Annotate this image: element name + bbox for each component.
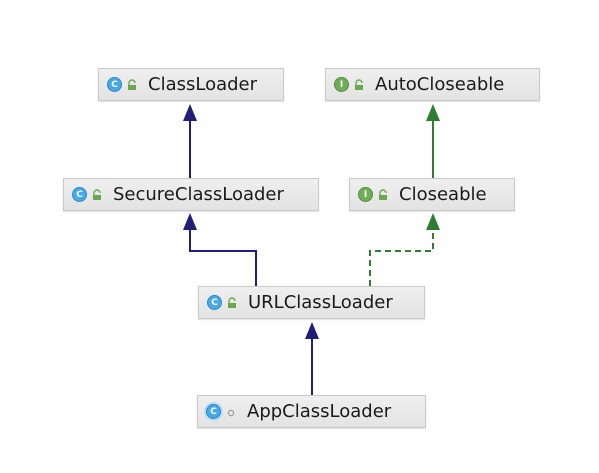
node-label: AppClassLoader xyxy=(247,401,392,422)
interface-icon: I xyxy=(334,77,349,92)
node-autocloseable[interactable]: I AutoCloseable xyxy=(325,68,540,101)
class-icon: C xyxy=(206,404,221,419)
package-private-dot-icon xyxy=(226,406,236,418)
public-lock-icon xyxy=(378,188,388,201)
node-urlclassloader[interactable]: C URLClassLoader xyxy=(198,286,425,319)
public-lock-icon xyxy=(227,296,237,309)
node-closeable[interactable]: I Closeable xyxy=(349,178,515,211)
node-classloader[interactable]: C ClassLoader xyxy=(98,68,284,101)
public-lock-icon xyxy=(92,188,102,201)
node-appclassloader[interactable]: C AppClassLoader xyxy=(197,395,426,428)
class-icon: C xyxy=(207,295,222,310)
node-label: Closeable xyxy=(399,184,487,205)
edge-closeable-to-autocloseable xyxy=(426,104,440,179)
edge-urlclassloader-to-closeable xyxy=(369,213,440,286)
node-label: AutoCloseable xyxy=(375,74,505,95)
class-icon: C xyxy=(72,187,87,202)
node-label: SecureClassLoader xyxy=(113,184,284,205)
edge-secureclassloader-to-classloader xyxy=(183,104,197,179)
interface-icon: I xyxy=(358,187,373,202)
edge-appclassloader-to-urlclassloader xyxy=(305,322,319,395)
public-lock-icon xyxy=(127,78,137,91)
class-icon: C xyxy=(107,77,122,92)
node-label: URLClassLoader xyxy=(248,292,393,313)
node-secureclassloader[interactable]: C SecureClassLoader xyxy=(63,178,319,211)
node-label: ClassLoader xyxy=(148,74,258,95)
edge-urlclassloader-to-secureclassloader xyxy=(183,213,257,286)
public-lock-icon xyxy=(354,78,364,91)
